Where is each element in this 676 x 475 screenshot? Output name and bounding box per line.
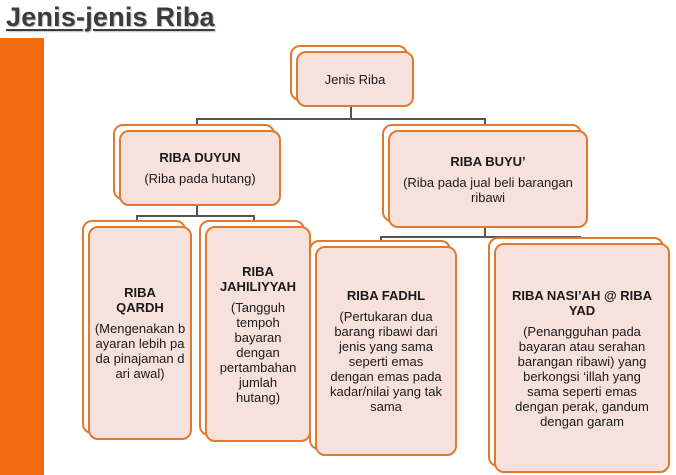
connector-buyu-up [484, 118, 486, 126]
node-riba-qardh-desc: (Mengenakan bayaran lebih pada pinajaman… [94, 321, 186, 381]
node-riba-jahiliyyah: RIBA JAHILIYYAH (Tangguh tempoh bayaran … [199, 220, 311, 442]
slide-title: Jenis-jenis Riba [6, 2, 215, 32]
connector-qardh-up [136, 215, 138, 223]
node-riba-duyun-desc: (Riba pada hutang) [144, 171, 256, 186]
accent-bar [0, 38, 44, 475]
node-jenis-riba: Jenis Riba [290, 45, 414, 107]
connector-duyun-up [196, 118, 198, 126]
node-riba-fadhl: RIBA FADHL (Pertukaran dua barang ribawi… [309, 240, 457, 456]
node-riba-nasiah-desc: (Penangguhan pada bayaran atau serahan b… [515, 323, 649, 429]
node-riba-qardh-title: RIBA QARDH [116, 285, 164, 315]
node-riba-buyu-desc: (Riba pada jual beli barangan ribawi [403, 174, 573, 205]
node-riba-jahiliyyah-title: RIBA JAHILIYYAH [219, 263, 297, 294]
connector-root-down [350, 107, 352, 119]
node-riba-duyun: RIBA DUYUN (Riba pada hutang) [113, 124, 281, 206]
node-jenis-riba-label: Jenis Riba [324, 71, 386, 87]
node-riba-fadhl-title: RIBA FADHL [346, 288, 426, 303]
node-riba-nasiah-title: RIBA NASI’AH @ RIBA YAD [511, 287, 653, 318]
connector-fadhl-up [380, 236, 382, 242]
node-riba-jahiliyyah-desc: (Tangguh tempoh bayaran dengan pertambah… [219, 299, 297, 405]
node-riba-qardh: RIBA QARDH (Mengenakan bayaran lebih pad… [82, 220, 192, 440]
connector-jahiliyyah-up [253, 215, 255, 223]
node-riba-buyu: RIBA BUYU’ (Riba pada jual beli barangan… [382, 124, 588, 228]
node-riba-duyun-title: RIBA DUYUN [159, 150, 241, 165]
connector-level2-right-horizontal [380, 236, 580, 238]
connector-duyun-down [196, 205, 198, 216]
node-riba-buyu-title: RIBA BUYU’ [450, 153, 526, 169]
connector-level2-left-horizontal [136, 215, 254, 217]
node-riba-nasiah: RIBA NASI’AH @ RIBA YAD (Penangguhan pad… [488, 237, 670, 473]
node-riba-fadhl-desc: (Pertukaran dua barang ribawi dari jenis… [329, 309, 442, 414]
connector-buyu-down [484, 228, 486, 237]
connector-level1-horizontal [196, 118, 484, 120]
